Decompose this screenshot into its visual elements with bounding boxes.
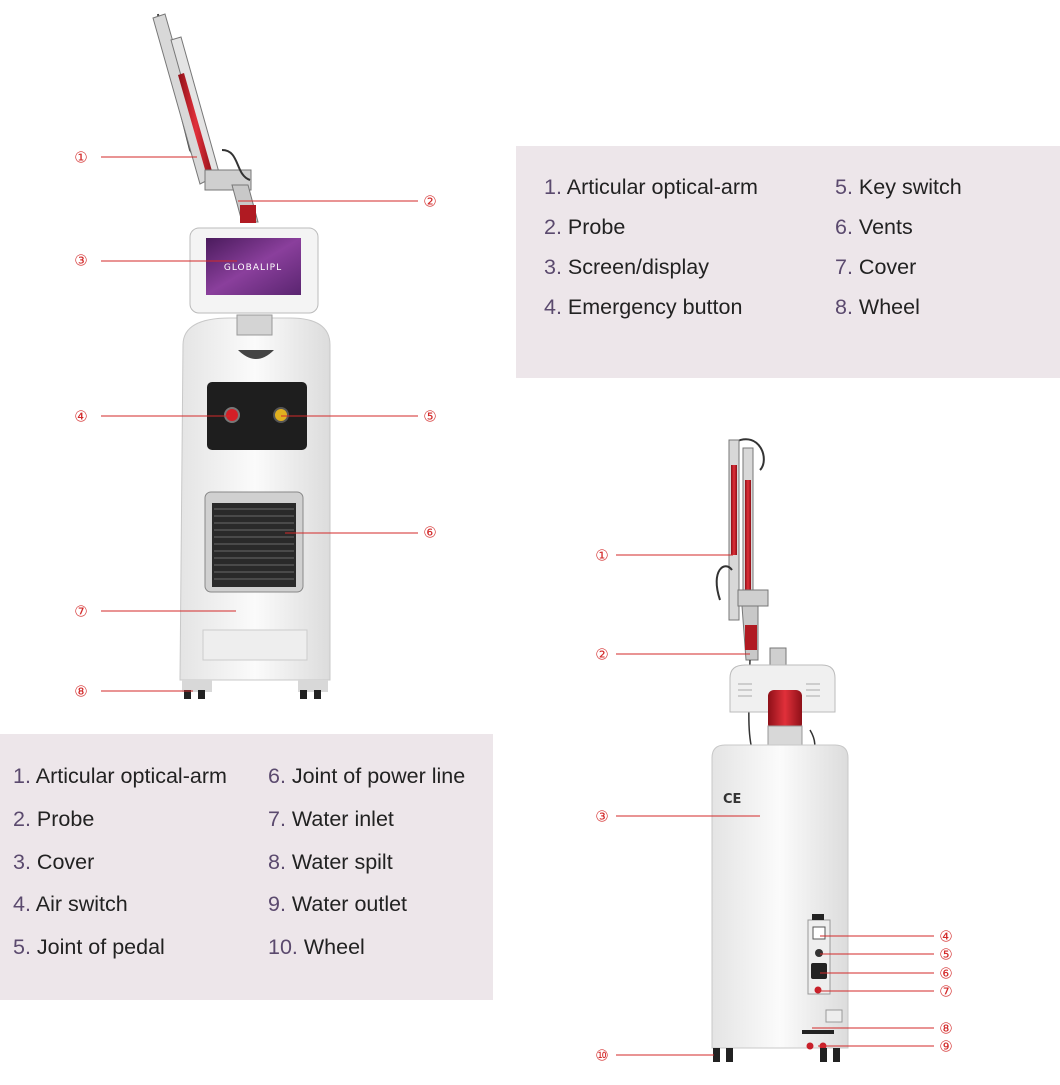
rear-leader-lines bbox=[616, 554, 934, 1056]
rear-legend-item: 3. Cover bbox=[13, 850, 95, 874]
front-screen-display bbox=[206, 238, 301, 295]
front-legend-item: 5. Key switch bbox=[835, 175, 962, 199]
rear-wheel bbox=[833, 1048, 840, 1062]
rear-callout: ⑤ bbox=[939, 945, 953, 964]
front-screen-logo: GLOBALIPL bbox=[224, 263, 282, 273]
front-control-panel bbox=[207, 382, 307, 450]
front-vents bbox=[212, 503, 296, 587]
rear-cover bbox=[711, 744, 849, 1049]
front-callout: ⑦ bbox=[74, 602, 88, 621]
pedal-joint bbox=[815, 949, 823, 957]
front-legend-item: 4. Emergency button bbox=[544, 295, 743, 319]
rear-legend-item: 8. Water spilt bbox=[268, 850, 393, 874]
rear-legend-item: 10. Wheel bbox=[268, 935, 365, 959]
front-leader-lines bbox=[101, 156, 418, 692]
front-legend-item: 6. Vents bbox=[835, 215, 913, 239]
front-wheel bbox=[184, 690, 191, 699]
front-machine: GLOBALIPL bbox=[152, 13, 331, 699]
rear-callout: ⑨ bbox=[939, 1037, 953, 1056]
rear-legend-item: 6. Joint of power line bbox=[268, 764, 466, 788]
front-legend-item: 1. Articular optical-arm bbox=[544, 175, 758, 199]
front-cover-panel bbox=[202, 629, 308, 661]
front-callout: ① bbox=[74, 148, 88, 167]
rear-machine: CE bbox=[711, 438, 849, 1062]
water-spilt bbox=[802, 1030, 834, 1034]
rear-callout: ⑥ bbox=[939, 964, 953, 983]
rear-callout: ④ bbox=[939, 927, 953, 946]
rear-callout: ① bbox=[595, 546, 609, 565]
rear-callout: ⑧ bbox=[939, 1019, 953, 1038]
rear-legend-item: 5. Joint of pedal bbox=[13, 935, 165, 959]
front-wheel bbox=[198, 690, 205, 699]
water-inlet bbox=[814, 986, 822, 994]
front-optical-arm bbox=[152, 13, 259, 223]
rear-legend-item: 2. Probe bbox=[13, 807, 95, 831]
emergency-button bbox=[224, 407, 240, 423]
rear-legend-item: 9. Water outlet bbox=[268, 892, 408, 916]
front-callout: ⑧ bbox=[74, 682, 88, 701]
key-switch bbox=[273, 407, 289, 423]
front-probe-holder bbox=[236, 314, 273, 336]
front-legend-item: 7. Cover bbox=[835, 255, 917, 279]
front-holder-slot bbox=[238, 350, 274, 359]
ce-mark: CE bbox=[723, 792, 741, 807]
rear-wheel bbox=[713, 1048, 720, 1062]
rear-callout: ③ bbox=[595, 807, 609, 826]
front-callout: ⑥ bbox=[423, 523, 437, 542]
water-outlet bbox=[806, 1042, 814, 1050]
front-callout: ③ bbox=[74, 251, 88, 270]
front-wheel bbox=[314, 690, 321, 699]
rear-legend-item: 4. Air switch bbox=[13, 892, 128, 916]
rear-legend-item: 7. Water inlet bbox=[268, 807, 394, 831]
rear-legend-item: 1. Articular optical-arm bbox=[13, 764, 227, 788]
rear-callout: ② bbox=[595, 645, 609, 664]
air-switch bbox=[812, 926, 826, 940]
front-wheel bbox=[300, 690, 307, 699]
front-callout: ⑤ bbox=[423, 407, 437, 426]
rear-legend-box bbox=[0, 734, 493, 1000]
power-line-joint bbox=[811, 963, 827, 979]
front-legend-item: 2. Probe bbox=[544, 215, 626, 239]
rear-optical-arm bbox=[715, 438, 816, 757]
rear-screen-back bbox=[729, 664, 836, 713]
rear-red-canister bbox=[768, 690, 802, 730]
front-legend-item: 8. Wheel bbox=[835, 295, 920, 319]
rear-wheel bbox=[820, 1048, 827, 1062]
rear-callout: ⑩ bbox=[595, 1046, 609, 1065]
rear-wheel bbox=[726, 1048, 733, 1062]
front-callout: ② bbox=[423, 192, 437, 211]
front-callout: ④ bbox=[74, 407, 88, 426]
front-legend-item: 3. Screen/display bbox=[544, 255, 709, 279]
rear-callout: ⑦ bbox=[939, 982, 953, 1001]
front-legend-box bbox=[516, 146, 1060, 378]
